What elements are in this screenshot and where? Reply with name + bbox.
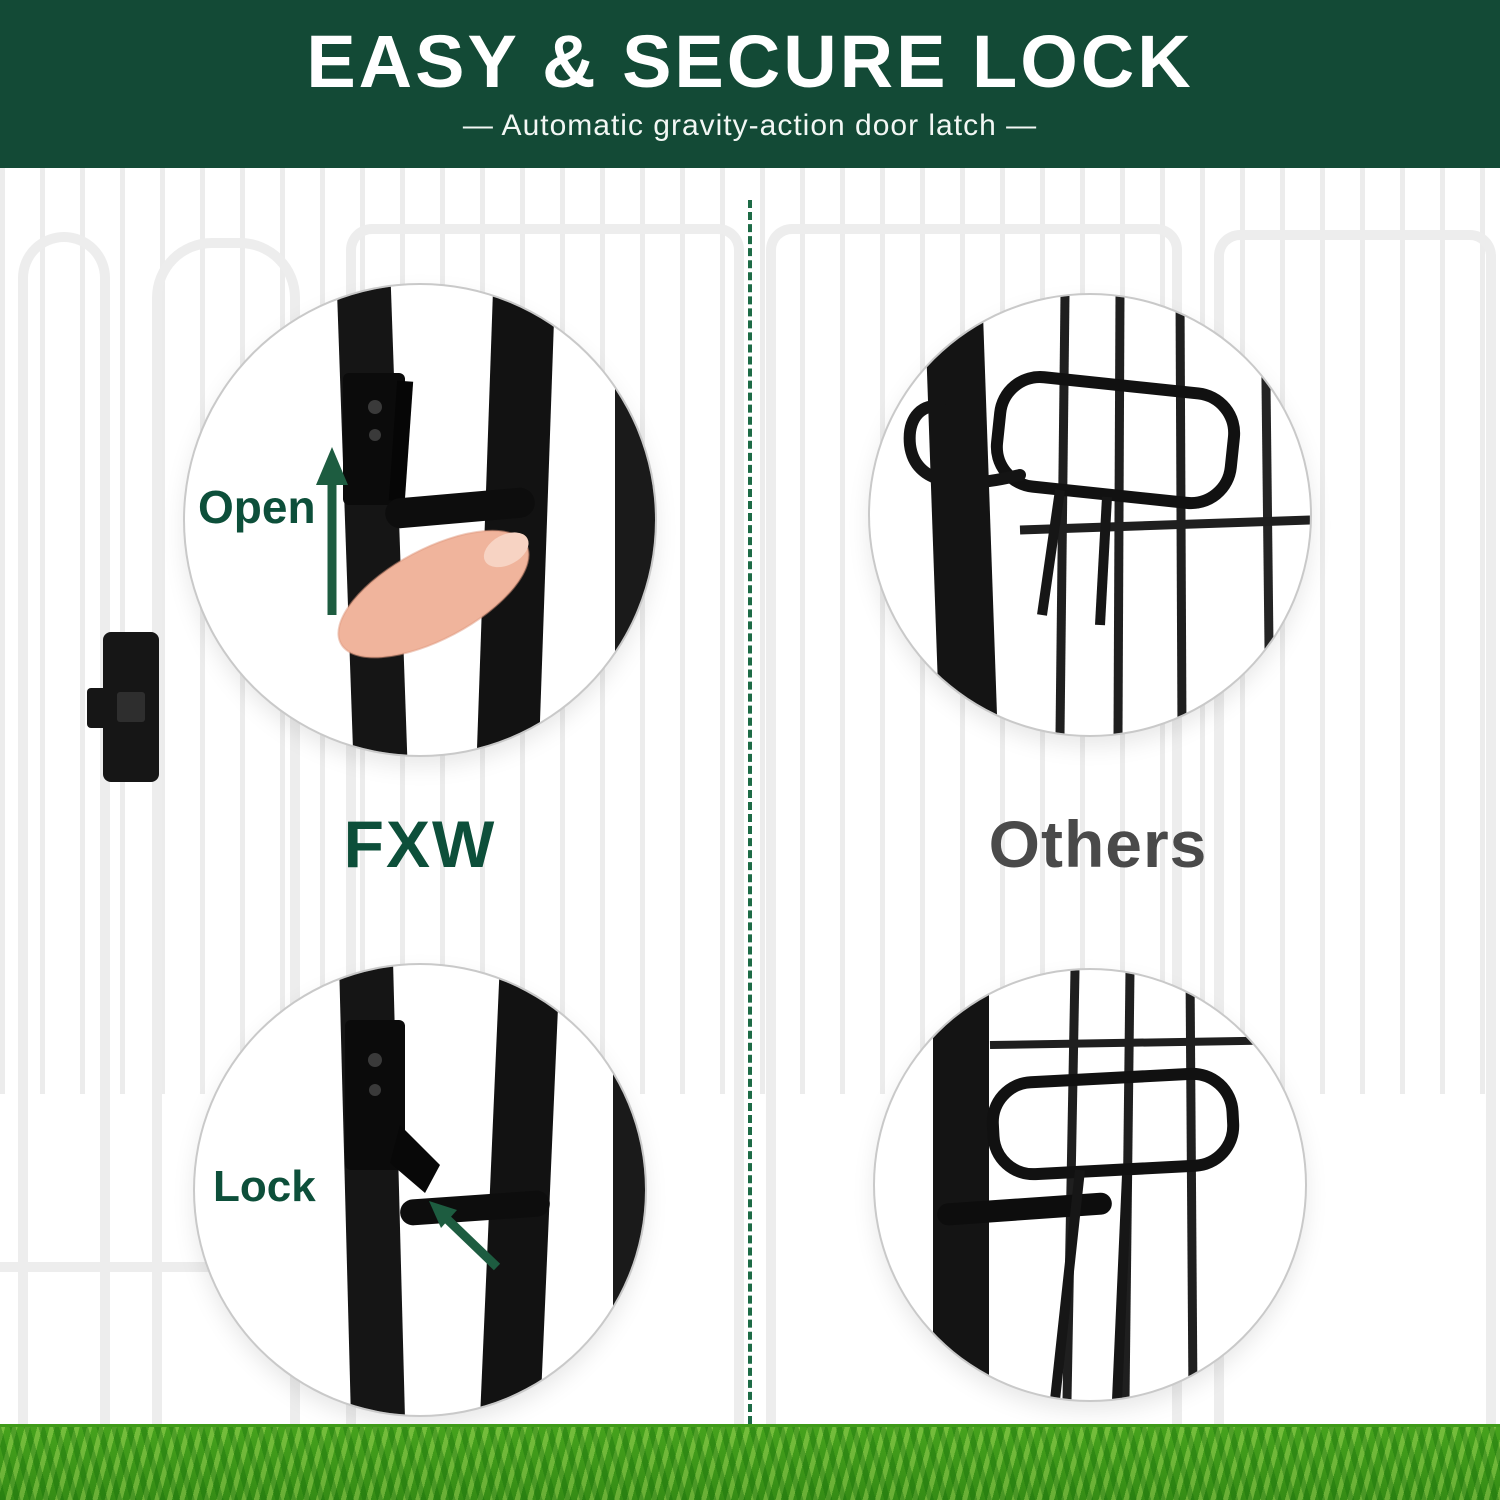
brand-label-fxw: FXW: [343, 807, 497, 881]
up-arrow-icon: [316, 447, 348, 615]
latch-pin: [937, 1192, 1112, 1226]
brand-label-others: Others: [988, 807, 1208, 881]
wire-loop-latch: [986, 1067, 1240, 1181]
detail-circle-locked-latch: [195, 965, 645, 1415]
lock-label: Lock: [213, 1162, 316, 1211]
fence-panel-frame: [766, 224, 1182, 1424]
latch-handle-bar: [385, 487, 535, 529]
detail-circle-others-top: [870, 295, 1310, 735]
fence-panel-frame: [1214, 230, 1496, 1424]
fence-bottom-rail: [0, 1262, 346, 1272]
gate-hinge-tab: [87, 688, 105, 728]
gate-hinge: [87, 632, 159, 782]
fence-panel-frame: [18, 232, 110, 1424]
wire-loop-latch: [990, 371, 1241, 510]
fence-panel-frame: [152, 238, 300, 1424]
latch-hook: [390, 1125, 440, 1193]
locked-latch-photo: [338, 965, 645, 1415]
others-latch-bottom-photo: [933, 970, 1305, 1400]
header-banner: EASY & SECURE LOCK — Automatic gravity-a…: [0, 0, 1500, 168]
gate-hinge-slot: [117, 692, 145, 722]
grass-strip: [0, 1424, 1500, 1500]
fence-panel-frame: [346, 224, 744, 1424]
page-title: EASY & SECURE LOCK: [306, 20, 1194, 103]
finger: [337, 529, 530, 659]
wire-hook: [903, 400, 1026, 489]
open-label: Open: [198, 481, 316, 533]
divider-dashed-line: [748, 200, 752, 1424]
page-subtitle: — Automatic gravity-action door latch —: [462, 109, 1038, 142]
detail-circle-others-bottom: [875, 970, 1305, 1400]
diagonal-arrow-icon: [429, 1201, 501, 1271]
others-latch-top-photo: [903, 295, 1310, 735]
